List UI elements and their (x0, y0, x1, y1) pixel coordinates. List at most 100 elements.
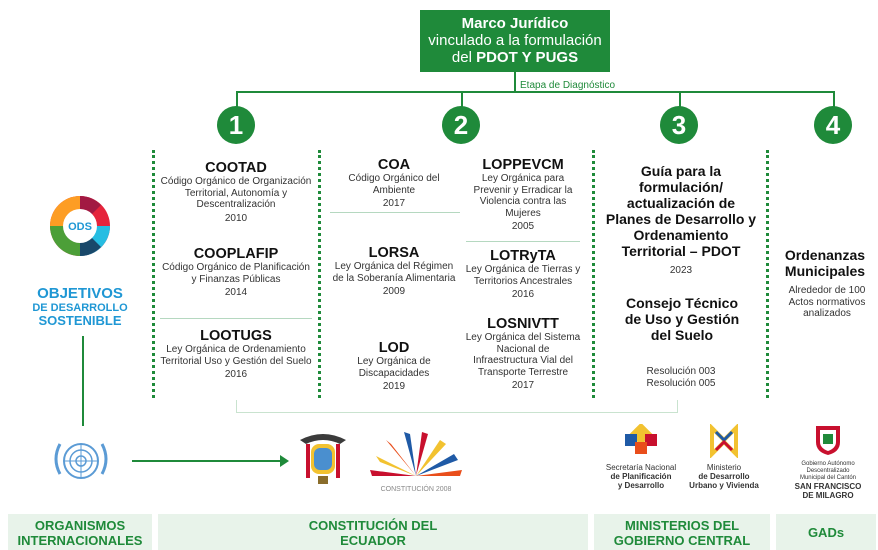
divider-2 (318, 150, 321, 398)
senplades-line2: de Planificación (610, 472, 672, 481)
law-title: LOD (378, 340, 410, 356)
un-emblem-icon (54, 443, 108, 479)
arrow-line (132, 460, 282, 462)
law-year: 2017 (382, 198, 406, 209)
law-desc: Ley Orgánica del Régimen de la Soberanía… (332, 261, 456, 284)
law-desc: Ley Orgánica de Tierras y Territorios An… (465, 264, 581, 287)
title-line1: Marco Jurídico (461, 15, 569, 32)
miduvi-line1: Ministerio (706, 463, 742, 472)
divider-1 (152, 150, 155, 398)
law-desc: Código Orgánico de Organización Territor… (160, 176, 312, 210)
un-logo (48, 434, 114, 492)
step-4-circle: 4 (814, 106, 852, 144)
law-year: 2016 (511, 289, 535, 300)
gad-line4: DE MILAGRO (802, 491, 854, 500)
law-coa: COA Código Orgánico del Ambiente 2017 (328, 157, 460, 210)
arrow-head-icon (280, 455, 289, 467)
ods-wheel-icon: ODS (50, 196, 110, 256)
law-loppevcm: LOPPEVCM Ley Orgánica para Prevenir y Er… (464, 157, 582, 233)
step-3-circle: 3 (660, 106, 698, 144)
law-cooplafip: COOPLAFIP Código Orgánico de Planificaci… (160, 246, 312, 299)
law-year: 2017 (511, 380, 535, 391)
law-title: LOTRyTA (490, 248, 556, 264)
footer-organismos: ORGANISMOS INTERNACIONALES (8, 514, 152, 550)
senplades-icon (625, 422, 657, 454)
ods-badge-text: ODS (68, 221, 92, 233)
step-1-circle: 1 (217, 106, 255, 144)
law-year: 2016 (224, 369, 248, 380)
divider-4 (766, 150, 769, 398)
title-line3-bold: PDOT Y PUGS (476, 49, 579, 66)
title-box: Marco Jurídico vinculado a la formulació… (420, 10, 610, 72)
title-line3-prefix: del (451, 49, 477, 66)
law-cootad: COOTAD Código Orgánico de Organización T… (160, 160, 312, 224)
resolucion-003: Resolución 003 (646, 366, 716, 377)
title-line2: vinculado a la formulación (428, 32, 602, 49)
footer-gads: GADs (776, 514, 876, 550)
law-lorsa: LORSA Ley Orgánica del Régimen de la Sob… (328, 245, 460, 298)
col1-separator (160, 318, 312, 319)
ods-line1: OBJETIVOS (37, 285, 123, 302)
connector-3 (679, 91, 681, 107)
law-title: LOOTUGS (200, 328, 272, 344)
footer-constitucion: CONSTITUCIÓN DEL ECUADOR (158, 514, 588, 550)
ecuador-coat-of-arms-icon (296, 430, 350, 490)
law-year: 2005 (511, 221, 535, 232)
connector-2 (461, 91, 463, 107)
law-year: 2010 (224, 212, 248, 224)
guia-year: 2023 (669, 265, 693, 276)
col2b-separator (466, 241, 580, 242)
law-lootugs: LOOTUGS Ley Orgánica de Ordenamiento Ter… (160, 328, 312, 381)
law-year: 2019 (382, 381, 406, 392)
divider-3 (592, 150, 595, 398)
miduvi-line2: de Desarrollo (698, 472, 750, 481)
law-year: 2009 (382, 286, 406, 297)
law-desc: Ley Orgánica de Discapacidades (357, 356, 431, 379)
title-line3: del PDOT Y PUGS (420, 49, 610, 66)
law-desc: Código Orgánico del Ambiente (348, 173, 440, 196)
footer-ministerios: MINISTERIOS DEL GOBIERNO CENTRAL (594, 514, 770, 550)
law-lod: LOD Ley Orgánica de Discapacidades 2019 (328, 340, 460, 393)
ordenanzas-desc: Alrededor de 100 Actos normativos analiz… (788, 285, 866, 319)
law-title: LOSNIVTT (487, 316, 559, 332)
title-connector (514, 72, 516, 92)
ods-connector (82, 336, 84, 426)
ods-logo: ODS (48, 194, 112, 258)
gad-milagro-logo: Gobierno Autónomo Descentralizado Munici… (780, 424, 876, 500)
law-losnivtt: LOSNIVTT Ley Orgánica del Sistema Nacion… (464, 316, 582, 392)
law-desc: Código Orgánico de Planificación y Finan… (162, 262, 310, 285)
connector-1 (236, 91, 238, 107)
ordenanzas-title: Ordenanzas Municipales (784, 247, 866, 279)
law-title: COOPLAFIP (193, 246, 279, 262)
milagro-shield-icon (816, 426, 840, 455)
law-title: LOPPEVCM (482, 157, 564, 173)
law-title: COOTAD (205, 160, 267, 176)
senplades-line3: y Desarrollo (617, 481, 665, 490)
constitucion-burst-icon (370, 432, 462, 476)
etapa-label: Etapa de Diagnóstico (520, 80, 616, 91)
miduvi-line3: Urbano y Vivienda (689, 481, 759, 490)
law-desc: Ley Orgánica del Sistema Nacional de Inf… (465, 332, 581, 378)
senplades-logo: Secretaría Nacional de Planificación y D… (600, 422, 682, 494)
col2a-separator (330, 212, 460, 213)
law-desc: Ley Orgánica para Prevenir y Erradicar l… (473, 173, 573, 219)
ods-line3: SOSTENIBLE (38, 313, 122, 328)
resolucion-005: Resolución 005 (646, 378, 716, 389)
gad-line2: Municipal del Cantón (799, 475, 857, 481)
constitucion-label: CONSTITUCIÓN 2008 (380, 486, 452, 493)
constitucion-2008-logo: CONSTITUCIÓN 2008 (366, 426, 466, 496)
law-desc: Ley Orgánica de Ordenamiento Territorial… (160, 344, 312, 367)
consejo-title: Consejo Técnico de Uso y Gestión del Sue… (624, 295, 740, 343)
ods-line2: DE DESARROLLO (32, 302, 128, 314)
guia-title: Guía para la formulación/ actualización … (605, 163, 757, 259)
law-lotryta: LOTRyTA Ley Orgánica de Tierras y Territ… (464, 248, 582, 301)
connector-4 (833, 91, 835, 107)
miduvi-logo: Ministerio de Desarrollo Urbano y Vivien… (684, 423, 764, 494)
law-title: LORSA (368, 245, 420, 261)
law-title: COA (377, 157, 411, 173)
ods-text: OBJETIVOS DE DESARROLLO SOSTENIBLE (14, 286, 146, 328)
senplades-line1: Secretaría Nacional (605, 463, 677, 472)
top-bar (236, 91, 834, 93)
gad-line3: SAN FRANCISCO (794, 482, 862, 491)
gad-line1: Gobierno Autónomo Descentralizado (801, 461, 855, 474)
